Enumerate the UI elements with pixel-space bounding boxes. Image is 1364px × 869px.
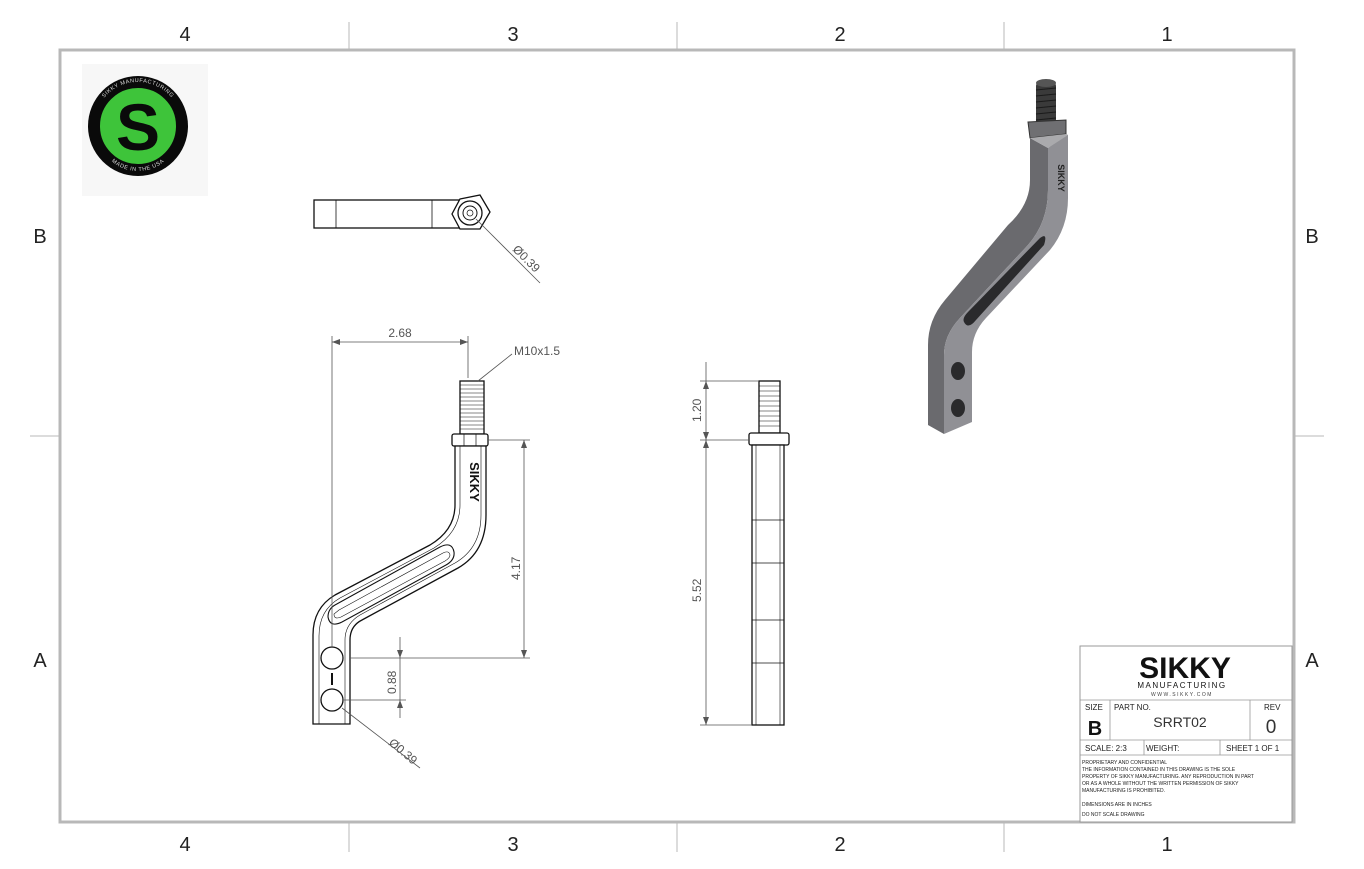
zone-label: 3 xyxy=(507,834,518,856)
iso-engraving: SIKKY xyxy=(1056,164,1066,192)
thread-hatching xyxy=(460,384,484,430)
dimension-arrows xyxy=(332,339,527,708)
weight-label: WEIGHT: xyxy=(1146,744,1179,753)
confidential-line: OR AS A WHOLE WITHOUT THE WRITTEN PERMIS… xyxy=(1082,781,1239,787)
front-view-dimensions xyxy=(331,336,530,769)
zone-labels-bottom: 4 3 2 1 xyxy=(179,834,1172,856)
iso-hole-upper xyxy=(951,362,965,380)
front-hole-dim: Ø0.39 xyxy=(386,736,420,768)
side-threaded-stud xyxy=(758,380,781,434)
width-dim: 2.68 xyxy=(388,326,412,340)
rev-label: REV xyxy=(1264,703,1281,712)
top-view-hole-dim: Ø0.39 xyxy=(510,242,543,275)
size-label: SIZE xyxy=(1085,703,1103,712)
zone-label: 1 xyxy=(1161,24,1172,46)
body-length-dim: 5.52 xyxy=(690,578,704,602)
sheet-label: SHEET 1 OF 1 xyxy=(1226,744,1280,753)
iso-slot xyxy=(963,236,1046,326)
top-view xyxy=(313,194,541,284)
confidential-line: MANUFACTURING IS PROHIBITED. xyxy=(1082,788,1165,794)
stud-length-dim: 1.20 xyxy=(690,398,704,422)
arm-outline xyxy=(312,445,487,725)
mount-hole-lower xyxy=(320,688,344,712)
zone-label: 2 xyxy=(834,834,845,856)
units-note: DIMENSIONS ARE IN INCHES xyxy=(1082,802,1152,808)
zone-label: 4 xyxy=(179,834,190,856)
title-brand-sub: MANUFACTURING xyxy=(1137,681,1226,690)
zone-label: 1 xyxy=(1161,834,1172,856)
rev-value: 0 xyxy=(1266,717,1277,738)
logo-green-disc xyxy=(99,87,177,165)
zone-label: 3 xyxy=(507,24,518,46)
iso-arm-face xyxy=(928,138,1048,434)
sheet-border xyxy=(30,22,1324,852)
part-no-value: SRRT02 xyxy=(1153,714,1207,730)
side-hex-nut xyxy=(748,432,790,446)
leader-line xyxy=(475,218,541,284)
zone-label: 2 xyxy=(834,24,845,46)
title-brand: SIKKY xyxy=(1139,652,1231,685)
side-arm-body xyxy=(751,444,785,726)
hex-nut xyxy=(451,433,489,447)
arm-slot xyxy=(327,544,455,625)
iso-hole-lower xyxy=(951,399,965,417)
hole-spacing-dim: 0.88 xyxy=(385,670,399,694)
height-dim: 4.17 xyxy=(509,556,523,580)
size-value: B xyxy=(1088,718,1102,740)
confidential-title: PROPRIETARY AND CONFIDENTIAL xyxy=(1082,760,1167,766)
zone-labels-right: B A xyxy=(1305,226,1319,672)
logo-letter: S xyxy=(116,90,160,164)
isometric-view: SIKKY xyxy=(928,79,1068,434)
side-view-dimensions xyxy=(700,362,759,726)
scale-note: DO NOT SCALE DRAWING xyxy=(1082,812,1145,818)
part-no-label: PART NO. xyxy=(1114,703,1151,712)
title-website: WWW.SIKKY.COM xyxy=(1151,692,1213,698)
confidential-line: PROPERTY OF SIKKY MANUFACTURING. ANY REP… xyxy=(1082,774,1254,780)
zone-labels-left: B A xyxy=(33,226,47,672)
company-logo: S SIKKY MANUFACTURING MADE IN THE USA xyxy=(82,64,208,196)
zone-label: A xyxy=(1305,650,1319,672)
iso-threaded-stud xyxy=(1036,82,1056,126)
zone-label: A xyxy=(33,650,47,672)
zone-label: B xyxy=(1305,226,1318,248)
arm-engraving: SIKKY xyxy=(467,462,482,502)
side-view xyxy=(748,380,790,726)
mount-hole-upper xyxy=(320,646,344,670)
front-view xyxy=(312,380,489,725)
scale-label: SCALE: 2:3 xyxy=(1085,744,1127,753)
zone-label: B xyxy=(33,226,46,248)
thread-note: M10x1.5 xyxy=(514,344,560,358)
title-block: SIKKY MANUFACTURING WWW.SIKKY.COM SIZE B… xyxy=(1079,645,1293,823)
zone-label: 4 xyxy=(179,24,190,46)
zone-labels-top: 4 3 2 1 xyxy=(179,24,1172,46)
confidential-line: THE INFORMATION CONTAINED IN THIS DRAWIN… xyxy=(1082,767,1236,773)
